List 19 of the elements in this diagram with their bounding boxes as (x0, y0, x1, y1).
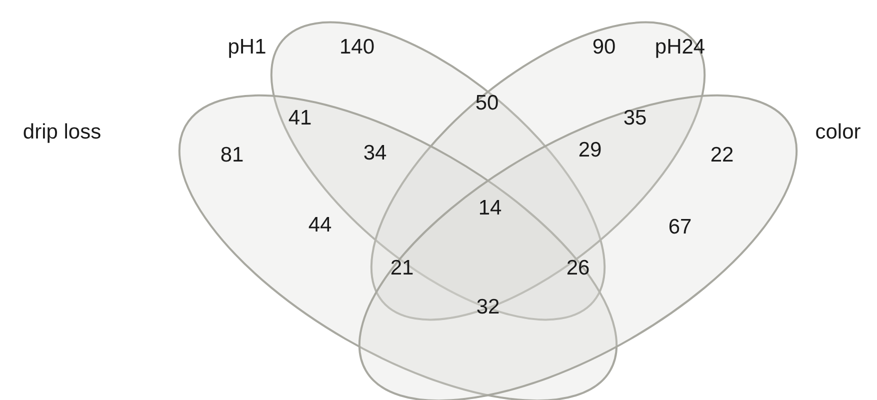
set-label: pH24 (654, 36, 706, 58)
region-count: 67 (668, 216, 692, 238)
set-label: color (815, 122, 861, 142)
region-count: 22 (710, 144, 734, 166)
region-count: 32 (476, 296, 500, 318)
region-count: 41 (288, 108, 312, 128)
region-count: 21 (390, 258, 414, 278)
set-label: pH1 (228, 36, 266, 58)
region-count: 44 (308, 214, 332, 236)
region-count: 50 (475, 92, 499, 114)
region-count: 34 (363, 142, 387, 164)
region-count: 90 (592, 36, 616, 58)
region-count: 14 (478, 198, 502, 218)
region-count: 35 (623, 108, 647, 128)
region-count: 81 (220, 144, 244, 166)
region-count: 29 (578, 140, 602, 160)
region-count: 140 (339, 36, 375, 58)
set-label: drip loss (22, 122, 102, 142)
region-count: 26 (566, 258, 590, 278)
